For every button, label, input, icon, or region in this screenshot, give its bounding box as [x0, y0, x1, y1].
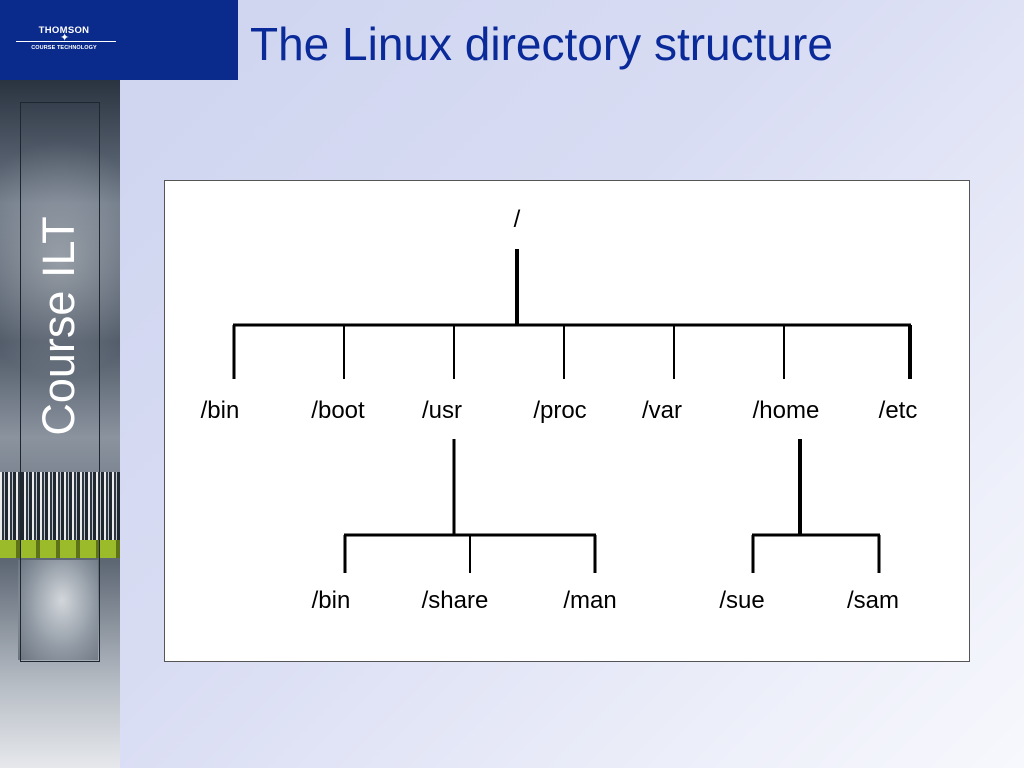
logo-subbrand: COURSE TECHNOLOGY	[31, 45, 97, 51]
node-proc: /proc	[533, 397, 586, 424]
logo-star-icon: ✦	[60, 32, 70, 44]
node-etc: /etc	[879, 397, 918, 424]
logo-brand: THOMSON	[38, 25, 90, 36]
slide-title: The Linux directory structure	[250, 18, 833, 70]
root-label: /	[514, 206, 521, 233]
course-ilt-text: Course ILT	[33, 216, 84, 436]
node-var: /var	[642, 397, 682, 424]
node-usr-share: /share	[422, 587, 489, 614]
node-boot: /boot	[311, 397, 365, 424]
node-bin: /bin	[201, 397, 240, 424]
node-home: /home	[753, 397, 820, 424]
thomson-logo: THOMSON ✦ COURSE TECHNOLOGY	[0, 0, 238, 80]
node-usr-man: /man	[563, 587, 616, 614]
node-usr-bin: /bin	[312, 587, 351, 614]
node-home-sue: /sue	[719, 587, 764, 614]
node-usr: /usr	[422, 397, 462, 424]
node-home-sam: /sam	[847, 587, 899, 614]
sidebar-frame	[20, 102, 100, 662]
logo-rule	[16, 41, 116, 42]
green-stripe-band	[0, 540, 120, 558]
directory-tree-diagram: / /bin /boot /usr /proc /var /home /etc …	[164, 180, 970, 662]
